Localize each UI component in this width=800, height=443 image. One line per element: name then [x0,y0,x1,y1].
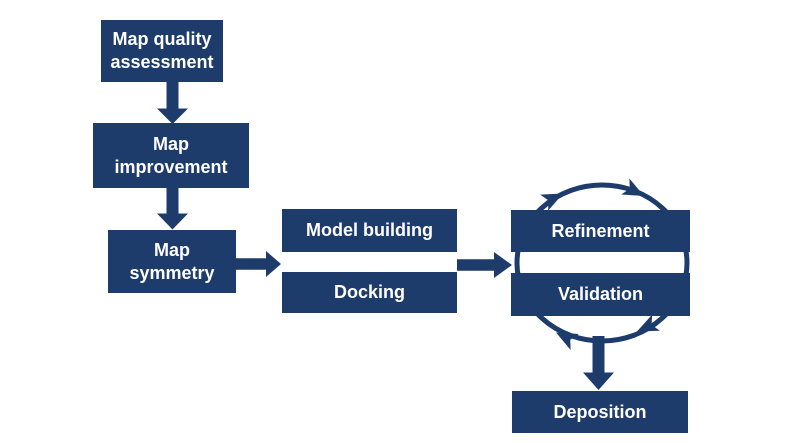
arrow-map-quality-to-map-improvement [157,82,188,124]
node-refinement: Refinement [511,210,690,252]
node-deposition: Deposition [512,391,688,433]
cycle-arrowhead-top-left-icon [540,193,563,211]
node-refinement-label: Refinement [551,220,650,241]
node-docking-label: Docking [333,282,405,302]
node-map-improvement-label: Map improvement [114,133,228,177]
cycle-ring [514,182,690,344]
node-validation: Validation [511,273,690,316]
node-model-building-label: Model building [306,220,433,240]
node-map-quality-assessment: Map quality assessment [101,20,223,82]
node-deposition-label: Deposition [553,401,647,422]
arrow-model-building-to-refinement [457,252,512,278]
cycle-arrowhead-bottom-left-icon [556,332,579,351]
cycle-arrowhead-bottom-right-icon [637,314,660,332]
cycle-arrowhead-top-right-icon [621,178,644,196]
node-map-improvement: Map improvement [93,123,249,188]
node-docking: Docking [282,272,457,313]
arrow-cycle-to-deposition [583,336,614,390]
arrow-map-improvement-to-map-symmetry [157,188,188,230]
node-map-symmetry-label: Map symmetry [129,239,215,283]
arrow-map-symmetry-to-model-building [236,251,281,277]
node-map-quality-assessment-label: Map quality assessment [110,29,214,72]
node-map-symmetry: Map symmetry [108,230,236,293]
node-model-building: Model building [282,209,457,252]
node-validation-label: Validation [557,284,644,304]
cycle-arrow [514,178,690,351]
